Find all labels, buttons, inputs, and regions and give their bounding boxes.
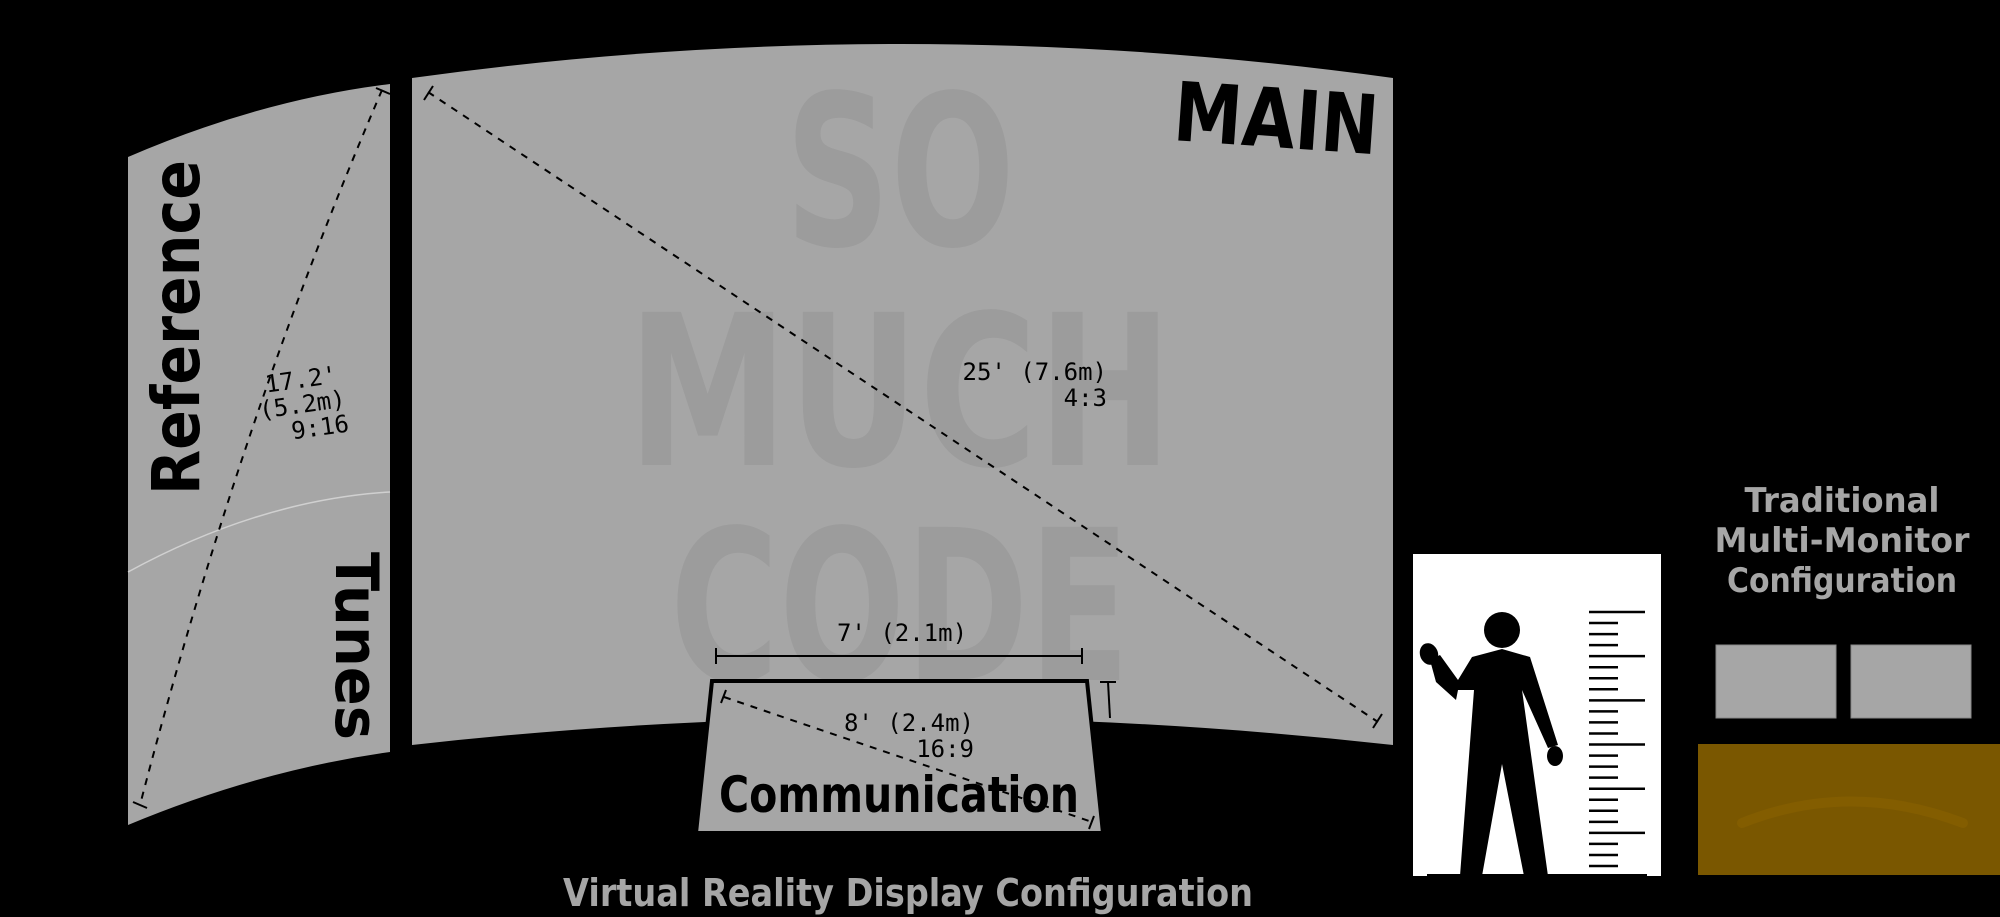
floor-line: [1427, 874, 1647, 877]
traditional-config-title: Traditional Multi-Monitor Configuration: [1715, 481, 1970, 601]
main-diagonal-tick-end: [1372, 713, 1383, 729]
main-aspect-ratio: 4:3: [1064, 384, 1107, 412]
desk: [1698, 744, 2000, 875]
comm-aspect-ratio: 16:9: [916, 735, 974, 763]
traditional-title-line-1: Traditional: [1745, 481, 1940, 521]
tunes-screen-label: Tunes: [321, 552, 391, 740]
comm-screen-base: [690, 834, 1110, 840]
reference-diagonal-line: [139, 89, 383, 806]
person-raised-hand: [1419, 643, 1439, 665]
side-screen: Reference Tunes 17.2' (5.2m) 9:16: [127, 84, 391, 825]
comm-diagonal-tick-end: [1088, 815, 1095, 830]
height-ruler: [1589, 610, 1645, 868]
person-body: [1430, 649, 1558, 876]
scale-figure-panel: [1413, 554, 1661, 877]
side-screen-divider: [127, 491, 391, 573]
reference-tick-top: [375, 87, 391, 95]
traditional-title-line-3: Configuration: [1727, 561, 1957, 601]
main-diagonal-tick-start: [423, 85, 434, 101]
communication-screen: 7' (2.1m) 8' (2.4m) 16:9 Communication: [690, 619, 1116, 840]
comm-diagonal-tick-start: [720, 689, 727, 704]
person-head: [1484, 612, 1520, 648]
comm-diagonal-size: 8' (2.4m): [844, 709, 974, 737]
main-diagonal-size: 25' (7.6m): [963, 358, 1108, 386]
person-lower-hand: [1547, 746, 1563, 766]
comm-screen-label: Communication: [719, 766, 1079, 824]
monitor-left: [1715, 644, 1837, 719]
comm-height-line: [1107, 681, 1111, 719]
monitor-right: [1850, 644, 1972, 719]
person-icon: [1419, 612, 1563, 876]
main-screen-label: MAIN: [1171, 65, 1382, 174]
diagram-title: Virtual Reality Display Configuration: [563, 871, 1253, 915]
watermark-line-1: SO: [785, 50, 1015, 295]
comm-width-label: 7' (2.1m): [837, 619, 967, 647]
comm-diagonal-line: [723, 696, 1093, 823]
traditional-title-line-2: Multi-Monitor: [1715, 521, 1970, 561]
main-screen-panel: [412, 44, 1393, 745]
watermark-line-2: MUCH: [628, 270, 1173, 515]
desk-keyboard-arc: [1737, 796, 1968, 828]
reference-tick-bottom: [132, 801, 148, 809]
traditional-config: Traditional Multi-Monitor Configuration: [1698, 481, 2000, 875]
reference-screen-label: Reference: [138, 160, 215, 495]
side-screen-panel: [128, 84, 390, 825]
